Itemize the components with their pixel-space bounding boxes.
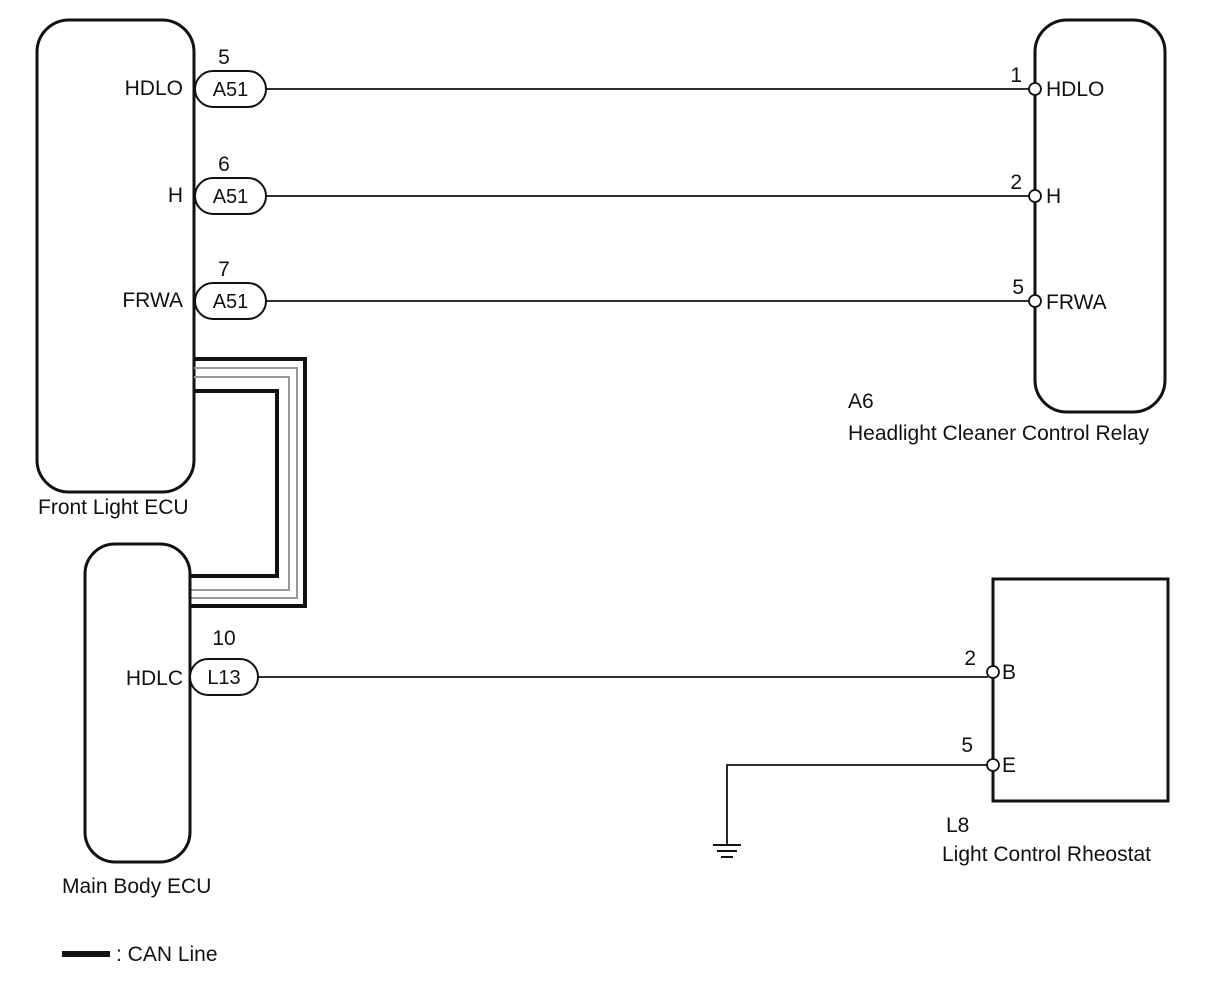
wire-ground [726,764,987,845]
connector-a51-pin6-number: 6 [218,153,230,176]
can-shield-inner [189,376,290,591]
rheostat-pin2-number: 2 [964,647,976,670]
connector-a51-pin6-label: A51 [213,186,249,208]
relay-pin5-number: 5 [1012,276,1024,299]
ecu-pin-h-label: H [168,184,183,207]
relay-pin-hdlo-label: HDLO [1046,78,1104,101]
can-shield-outer [189,367,298,599]
rheostat-pin5-terminal [986,758,1000,772]
front-light-ecu-box [35,18,196,494]
relay-pin5-terminal [1028,294,1042,308]
legend-can-line-label: : CAN Line [116,943,218,966]
can-line-inner [189,389,279,578]
light-control-rheostat: 2 5 B E L8 Light Control Rheostat [942,577,1170,866]
connector-l13-pin-number: 10 [212,627,235,650]
relay-box [1033,18,1167,414]
main-body-ecu-box [83,542,192,864]
rheostat-pin5-number: 5 [961,734,973,757]
relay-name: Headlight Cleaner Control Relay [848,422,1150,445]
connector-l13-label: L13 [207,667,240,689]
connector-a51-pin5-label: A51 [213,79,249,101]
relay-pin1-number: 1 [1010,64,1022,87]
connector-l13: L13 10 [189,627,259,696]
relay-pin-h-label: H [1046,185,1061,208]
ground [713,764,987,858]
connector-a51-pin7-number: 7 [218,258,230,281]
rheostat-pin2-terminal [986,665,1000,679]
main-body-pin-hdlc-label: HDLC [126,667,183,690]
can-bus [189,357,307,608]
wires-ecu-relay [266,88,1030,302]
rheostat-code: L8 [946,814,969,837]
front-light-ecu-label: Front Light ECU [38,496,189,519]
rheostat-box [991,577,1170,803]
main-body-ecu: HDLC Main Body ECU [62,542,211,898]
relay-pin2-number: 2 [1010,171,1022,194]
front-light-ecu: Front Light ECU HDLO H FRWA [35,18,196,519]
connector-a51-pin7-label: A51 [213,291,249,313]
connector-a51: A51 5 A51 6 A51 7 [194,46,267,320]
legend: : CAN Line [62,943,218,966]
relay-pin-frwa-label: FRWA [1046,291,1107,314]
main-body-ecu-label: Main Body ECU [62,875,211,898]
ecu-pin-frwa-label: FRWA [122,289,183,312]
headlight-cleaner-relay: 1 2 5 HDLO H FRWA A6 Headlight Cleaner C… [848,18,1167,445]
can-line-outer [189,357,307,608]
relay-pin1-terminal [1028,82,1042,96]
rheostat-name: Light Control Rheostat [942,843,1151,866]
relay-code: A6 [848,390,874,413]
rheostat-pin-e-label: E [1002,754,1016,777]
rheostat-pin-b-label: B [1002,661,1016,684]
connector-a51-pin5-number: 5 [218,46,230,69]
relay-pin2-terminal [1028,189,1042,203]
ecu-pin-hdlo-label: HDLO [125,77,183,100]
